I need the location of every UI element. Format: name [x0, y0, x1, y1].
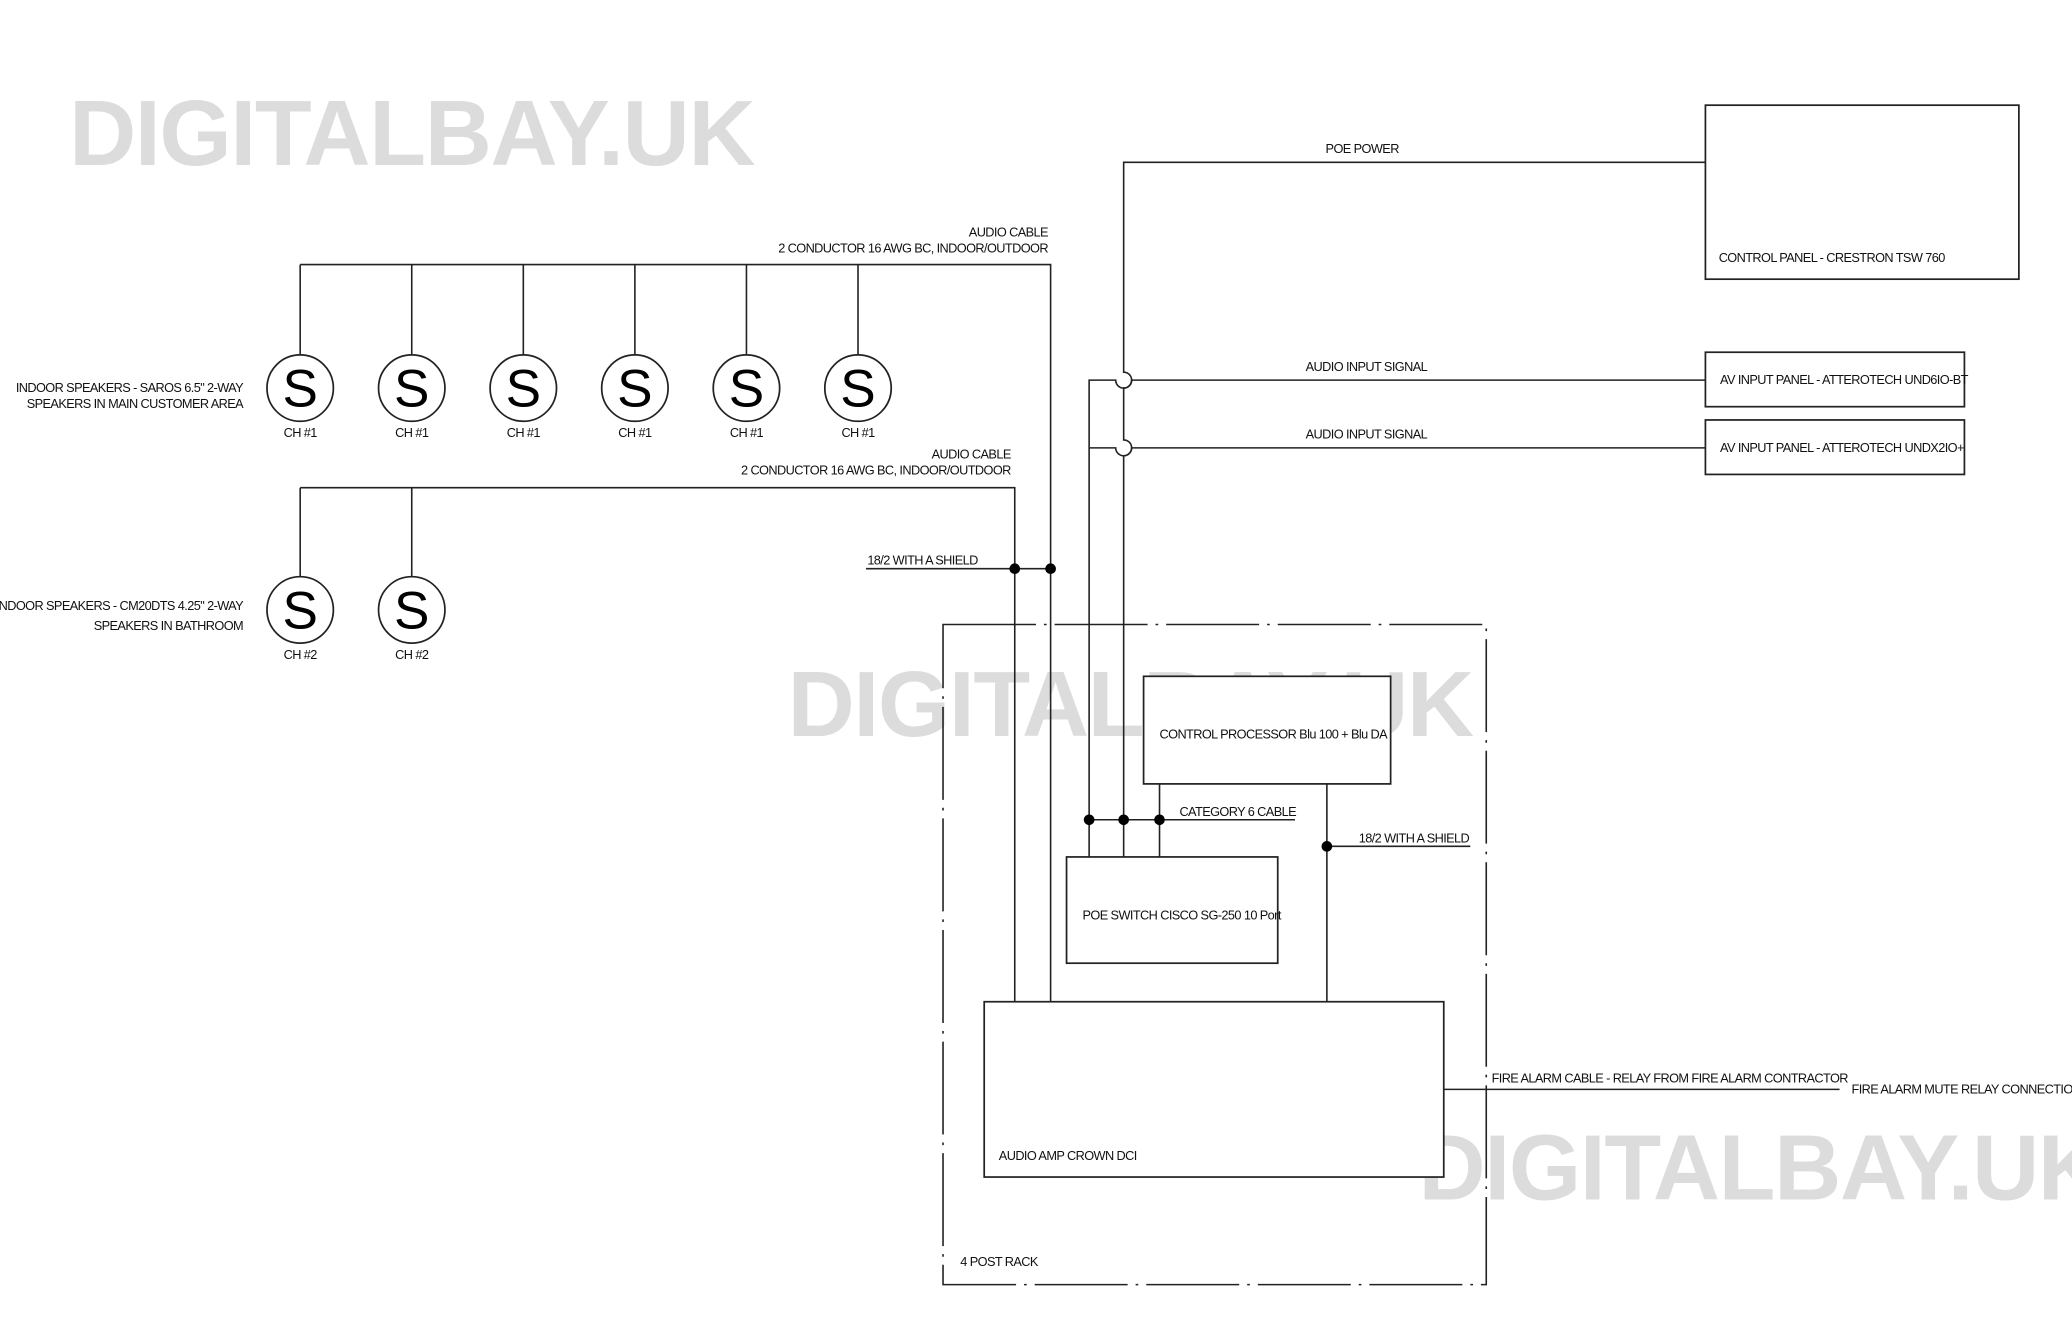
av-input-panel-1: [1704, 351, 1966, 408]
junction-dot: [1118, 814, 1129, 826]
speaker-group-label: INDOOR SPEAKERS - CM20DTS 4.25" 2-WAY: [0, 598, 244, 613]
speaker-icon: S CH #1: [266, 354, 335, 440]
audio-cable-label: AUDIO CABLE: [969, 225, 1048, 240]
fire-alarm-mute-label: FIRE ALARM MUTE RELAY CONNECTION: [1852, 1081, 2072, 1096]
fire-alarm-cable-label: FIRE ALARM CABLE - RELAY FROM FIRE ALARM…: [1492, 1071, 1849, 1086]
poe-switch-label: POE SWITCH CISCO SG-250 10 Port: [1082, 907, 1281, 922]
speaker-icon: S CH #1: [600, 354, 669, 440]
channel-label: CH #1: [618, 425, 652, 440]
control-panel-box: [1704, 104, 2020, 281]
svg-text:S: S: [729, 360, 764, 419]
speaker-icon: S CH #1: [823, 354, 893, 440]
svg-text:S: S: [840, 360, 875, 419]
audio-cable-spec: 2 CONDUCTOR 16 AWG BC, INDOOR/OUTDOOR: [741, 462, 1011, 477]
junction-dot: [1321, 841, 1333, 852]
cat6-label: CATEGORY 6 CABLE: [1179, 804, 1296, 819]
av-input-panel-1-label: AV INPUT PANEL - ATTEROTECH UND6IO-BT: [1720, 372, 1969, 387]
speaker-group-label: INDOOR SPEAKERS - SAROS 6.5" 2-WAY: [16, 380, 244, 395]
svg-text:S: S: [506, 360, 541, 419]
av-input-panel-2: [1704, 419, 1966, 476]
audio-amp-box: [983, 1000, 1445, 1178]
junction-dot: [1009, 563, 1021, 575]
svg-text:S: S: [282, 360, 317, 419]
av-input-panel-2-label: AV INPUT PANEL - ATTEROTECH UNDX2IO+: [1720, 440, 1964, 455]
channel-label: CH #1: [284, 425, 318, 440]
junction-dot: [1083, 814, 1095, 826]
control-panel-label: CONTROL PANEL - CRESTRON TSW 760: [1719, 250, 1946, 265]
channel-label: CH #1: [841, 425, 875, 440]
junction-dot: [1154, 814, 1165, 826]
poe-switch-box: [1065, 856, 1279, 965]
junction-dot: [1045, 563, 1056, 575]
speaker-icon: S CH #2: [266, 575, 335, 662]
speaker-group-main: S CH #1 S CH #1 S CH #1 S CH #1 S CH #1 S CH #…: [266, 354, 893, 440]
audio-input-cable-1: [1088, 379, 1706, 820]
speaker-icon: S CH #1: [489, 354, 558, 440]
control-processor-label: CONTROL PROCESSOR Blu 100 + Blu DA: [1160, 727, 1389, 742]
speaker-icon: S CH #1: [377, 354, 446, 440]
speaker-group-label: SPEAKERS IN BATHROOM: [94, 618, 243, 633]
speaker-group-bathroom: S CH #2 S CH #2: [266, 575, 446, 662]
audio-input-label: AUDIO INPUT SIGNAL: [1306, 427, 1428, 442]
watermark: DIGITALBAY.UK: [69, 81, 755, 185]
svg-text:S: S: [394, 581, 429, 640]
audio-cable-label: AUDIO CABLE: [932, 446, 1011, 461]
svg-text:S: S: [282, 581, 317, 640]
speaker-bus-bathroom: [299, 486, 1016, 1002]
speaker-icon: S CH #1: [712, 354, 781, 440]
channel-label: CH #1: [507, 425, 541, 440]
shield-label: 18/2 WITH A SHIELD: [867, 553, 978, 568]
svg-text:S: S: [394, 360, 429, 419]
channel-label: CH #1: [395, 425, 429, 440]
watermark: DIGITALBAY.UK: [1419, 1116, 2072, 1220]
audio-input-cable-2: [1089, 447, 1706, 457]
channel-label: CH #2: [284, 647, 318, 662]
svg-text:S: S: [617, 360, 652, 419]
speaker-bus-main: [299, 263, 1052, 1002]
audio-cable-spec: 2 CONDUCTOR 16 AWG BC, INDOOR/OUTDOOR: [778, 241, 1048, 256]
poe-power-label: POE POWER: [1326, 141, 1400, 156]
speaker-group-label: SPEAKERS IN MAIN CUSTOMER AREA: [27, 396, 244, 411]
speaker-icon: S CH #2: [377, 575, 446, 662]
rack-outline: [942, 623, 1488, 1286]
shield-cable: [1326, 783, 1471, 1002]
control-processor-box: [1142, 675, 1392, 785]
channel-label: CH #2: [395, 647, 429, 662]
audio-input-label: AUDIO INPUT SIGNAL: [1306, 359, 1428, 374]
shield-label: 18/2 WITH A SHIELD: [1359, 830, 1470, 845]
rack-label: 4 POST RACK: [960, 1254, 1039, 1269]
channel-label: CH #1: [730, 425, 764, 440]
audio-amp-label: AUDIO AMP CROWN DCI: [999, 1148, 1137, 1163]
